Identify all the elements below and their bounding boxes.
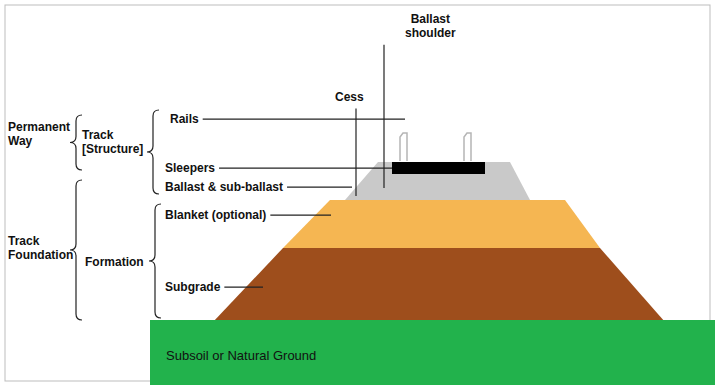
rail — [400, 133, 407, 161]
leader-line — [219, 168, 392, 169]
blanket-layer — [283, 200, 600, 248]
part-label: Subgrade — [165, 280, 220, 294]
sleeper — [392, 162, 485, 174]
part-label: Cess — [335, 90, 364, 104]
leader-line — [355, 108, 356, 196]
rail — [464, 133, 471, 161]
part-label: Permanent Way — [8, 120, 70, 149]
ground-label: Subsoil or Natural Ground — [166, 348, 715, 363]
part-label: Rails — [170, 112, 199, 126]
part-label: Ballast shoulder — [405, 12, 456, 41]
leader-line — [287, 187, 352, 188]
part-label: Ballast & sub-ballast — [165, 180, 283, 194]
part-label: Track Foundation — [8, 234, 73, 263]
leader-line — [270, 215, 331, 216]
leader-line — [383, 45, 384, 188]
brackets — [70, 110, 161, 320]
leader-line — [224, 287, 263, 288]
brace — [147, 110, 159, 194]
subgrade-layer — [213, 248, 665, 322]
brace — [70, 115, 82, 170]
part-label: Formation — [85, 255, 144, 269]
part-label: Track [Structure] — [82, 128, 143, 157]
part-label: Blanket (optional) — [165, 208, 266, 222]
ground-band: Subsoil or Natural Ground — [150, 320, 715, 385]
part-label: Sleepers — [165, 161, 215, 175]
leader-line — [203, 119, 405, 120]
brace — [149, 204, 161, 318]
